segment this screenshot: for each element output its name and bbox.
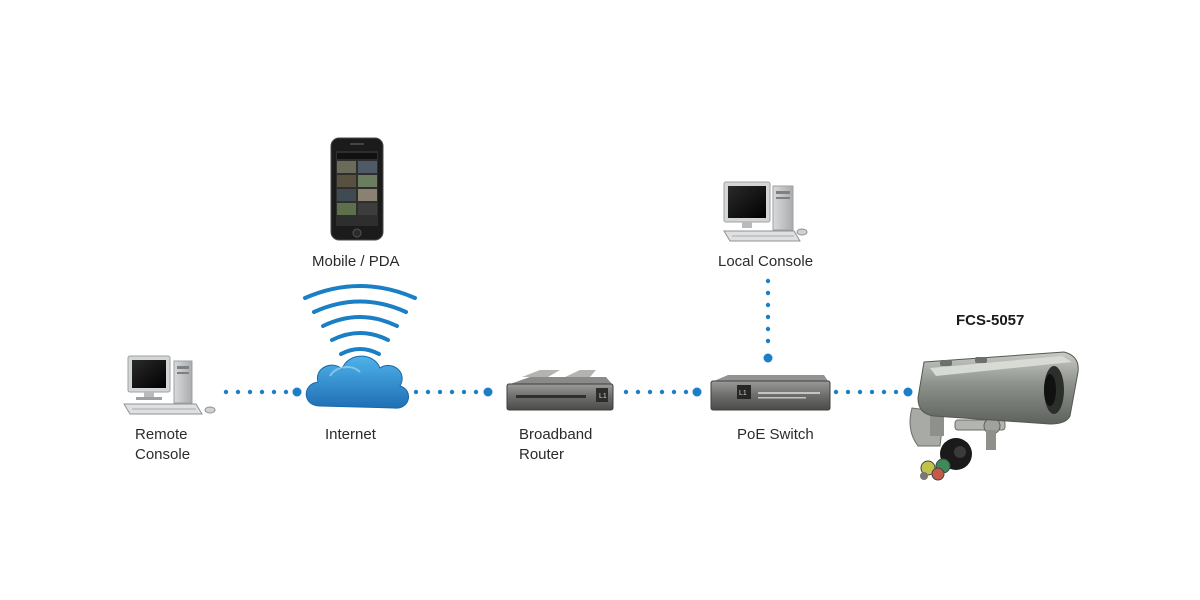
link-router-switch [623, 387, 702, 397]
bullet-camera-icon [909, 351, 1079, 481]
link-remote-internet [223, 387, 302, 397]
poe-switch-label: PoE Switch [737, 426, 814, 443]
camera-model-title: FCS-5057 [956, 312, 1025, 329]
router-icon: L1 [506, 370, 614, 411]
link-local-switch [763, 278, 773, 363]
link-internet-router [413, 387, 493, 397]
connector-cables [920, 458, 951, 481]
remote-console-label-line1: Remote [135, 426, 188, 443]
local-console-label: Local Console [718, 253, 814, 270]
mobile-label: Mobile / PDA [312, 253, 400, 270]
svg-text:L1: L1 [739, 390, 747, 397]
router-label-line1: Broadband [519, 426, 593, 443]
cloud-icon [305, 355, 409, 409]
internet-label: Internet [325, 426, 376, 443]
smartphone-icon [330, 137, 384, 241]
remote-console-computer-icon [123, 355, 216, 415]
svg-text:L1: L1 [599, 393, 607, 400]
wifi-signal-icon [303, 284, 417, 356]
remote-console-label: Remote Console [135, 425, 190, 465]
local-console-computer-icon [723, 181, 808, 242]
connection-lines [223, 278, 913, 397]
router-label: Broadband Router [519, 425, 592, 465]
link-switch-camera [833, 387, 913, 397]
router-label-line2: Router [519, 446, 565, 463]
switch-icon: L1 [710, 375, 831, 411]
remote-console-label-line2: Console [135, 446, 191, 463]
